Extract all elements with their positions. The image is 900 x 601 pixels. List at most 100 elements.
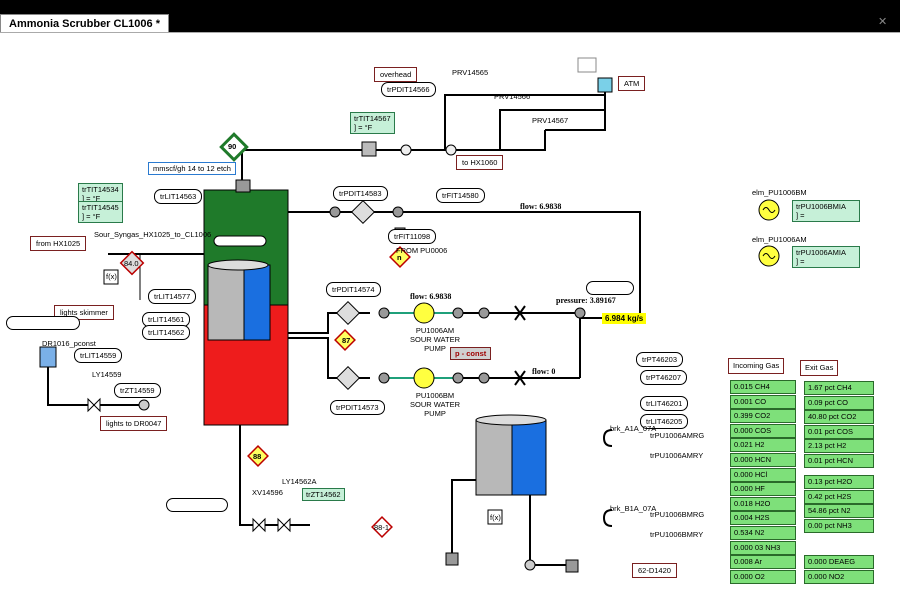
flow-top-readout: flow: 6.9838 <box>520 202 562 211</box>
gas-value: 0.534 N2 <box>730 526 796 540</box>
gas-value: 0.000 03 NH3 <box>730 540 796 555</box>
dr1016-label: DR1016_pconst <box>42 339 96 348</box>
blank-display-center <box>586 281 634 295</box>
gas-value: 0.000 HF <box>730 482 796 497</box>
gas-value: 1.67 pct CH4 <box>804 381 874 395</box>
prv14566-label: PRV14566 <box>494 92 531 101</box>
zt14559-tag[interactable]: trZT14559 <box>114 383 161 398</box>
to-hx1060-label: to HX1060 <box>456 155 504 170</box>
tit14545-indicator[interactable]: trTIT14545] = °F <box>78 201 123 223</box>
pump-b-name: PU1006BM <box>415 391 455 400</box>
tit14567-indicator[interactable]: trTIT14567] = °F <box>350 112 395 134</box>
gas-value: 0.42 pct H2S <box>804 489 874 504</box>
lit14577-tag[interactable]: trLIT14577 <box>148 289 197 304</box>
gas-value: 0.008 Ar <box>730 555 796 570</box>
gas-value: 0.000 HCN <box>730 453 796 467</box>
flow-mid-readout: flow: 6.9838 <box>410 292 452 301</box>
pu1006amia-name: trPU1006AMIA <box>796 248 847 257</box>
gas-value: 2.13 pct H2 <box>804 439 874 454</box>
brk-b1a-ry-label: trPU1006BMRY <box>650 530 704 539</box>
tit14545-unit: °F <box>92 212 101 221</box>
gas-value: 0.021 H2 <box>730 438 796 453</box>
pu1006amia-indicator[interactable]: trPU1006AMIA] = <box>792 246 860 268</box>
pu1006bmia-name: trPU1006BMIA <box>796 202 847 211</box>
tit14545-value: ] = <box>82 212 91 221</box>
pump-b-desc: SOUR WATER <box>410 400 460 409</box>
elm-pu1006bm-label: elm_PU1006BM <box>752 188 807 197</box>
diamond-87-label: 87 <box>342 336 351 345</box>
d1420-label: 62-D1420 <box>632 563 677 578</box>
gas-value: 0.00 pct NH3 <box>804 518 874 533</box>
pdit14573-tag[interactable]: trPDIT14573 <box>330 400 385 415</box>
blank-display-bottom <box>166 498 228 512</box>
lit14559-tag[interactable]: trLIT14559 <box>74 348 123 363</box>
gas-value: 0.015 CH4 <box>730 380 796 394</box>
pump-a-type: PUMP <box>424 344 446 353</box>
gas-value: 0.13 pct H2O <box>804 475 874 489</box>
fx2-block-label: f(x) <box>490 513 501 522</box>
pdit14574-tag[interactable]: trPDIT14574 <box>326 282 381 297</box>
pt46203-tag[interactable]: trPT46203 <box>636 352 684 367</box>
incoming-gas-header: Incoming Gas <box>728 358 785 374</box>
lit14562-tag[interactable]: trLIT14562 <box>142 325 191 340</box>
from-pu0006-label: FROM PU0006 <box>396 246 448 255</box>
gas-value: 0.01 pct COS <box>804 424 874 439</box>
zt14562-indicator[interactable]: trZT14562 <box>302 488 345 501</box>
tit14567-name: trTIT14567 <box>354 114 391 123</box>
tab-title: Ammonia Scrubber CL1006 * <box>9 18 160 30</box>
gas-value: 0.004 H2S <box>730 511 796 526</box>
mmscf-label: mmscf/gh 14 to 12 etch <box>148 162 236 175</box>
blank-display-left <box>6 316 80 330</box>
brk-a1a-label: brk_A1A_07A <box>610 424 657 433</box>
lit46201-tag[interactable]: trLIT46201 <box>640 396 689 411</box>
pdit14583-tag[interactable]: trPDIT14583 <box>333 186 388 201</box>
gas-value: 0.001 CO <box>730 394 796 409</box>
fit14580-tag[interactable]: trFIT14580 <box>436 188 485 203</box>
atm-label: ATM <box>618 76 646 91</box>
flow-low-readout: flow: 0 <box>532 367 556 376</box>
gas-value: 0.000 O2 <box>730 569 796 584</box>
diamond-88-1-label: 88-1 <box>374 523 390 532</box>
sour-syngas-label: Sour_Syngas_HX1025_to_CL1006 <box>94 230 212 239</box>
fit11098-tag[interactable]: trFIT11098 <box>388 229 437 244</box>
lights-to-dr-label: lights to DR0047 <box>100 416 168 431</box>
pt46207-tag[interactable]: trPT46207 <box>640 370 688 385</box>
lit14563-tag[interactable]: trLIT14563 <box>154 189 203 204</box>
gas-value: 0.000 HCl <box>730 467 796 482</box>
brk-b1a-rg-label: trPU1006BMRG <box>650 510 705 519</box>
xv14596-label: XV14596 <box>252 488 283 497</box>
tit14534-unit: °F <box>92 194 101 203</box>
close-icon[interactable]: ✕ <box>878 16 888 28</box>
tit14534-value: ] = <box>82 194 91 203</box>
pump-a-name: PU1006AM <box>415 326 455 335</box>
gas-value: 0.399 CO2 <box>730 409 796 424</box>
exit-gas-header: Exit Gas <box>800 360 839 376</box>
pdit14566-tag[interactable]: trPDIT14566 <box>381 82 436 97</box>
pu1006bmia-indicator[interactable]: trPU1006BMIA] = <box>792 200 860 222</box>
brk-b1a-label: brk_B1A_07A <box>610 504 657 513</box>
tab-ammonia-scrubber[interactable]: Ammonia Scrubber CL1006 * <box>0 14 169 33</box>
ly14559-label: LY14559 <box>92 370 122 379</box>
lit46205-tag[interactable]: trLIT46205 <box>640 414 689 429</box>
gas-value: 0.09 pct CO <box>804 395 874 410</box>
gas-value: 40.80 pct CO2 <box>804 410 874 425</box>
brk-a1a-rg-label: trPU1006AMRG <box>650 431 705 440</box>
gas-value: 0.018 H2O <box>730 496 796 511</box>
elm-pu1006am-label: elm_PU1006AM <box>752 235 807 244</box>
gas-value: 54.86 pct N2 <box>804 504 874 519</box>
pu1006amia-value: ] = <box>796 257 805 266</box>
from-hx1025-label: from HX1025 <box>30 236 87 251</box>
tit14567-unit: °F <box>364 123 373 132</box>
tit14534-indicator[interactable]: trTIT14534] = °F <box>78 183 123 205</box>
tit14545-name: trTIT14545 <box>82 203 119 212</box>
gas-value: 0.01 pct HCN <box>804 454 874 468</box>
fx-block-label: f(x) <box>106 272 117 281</box>
ly14562a-label: LY14562A <box>282 477 317 486</box>
gas-value: 0.000 DEAEG <box>804 555 874 569</box>
prv14567-label: PRV14567 <box>532 116 569 125</box>
diamond-90-label: 90 <box>228 142 237 151</box>
tit14567-value: ] = <box>354 123 363 132</box>
